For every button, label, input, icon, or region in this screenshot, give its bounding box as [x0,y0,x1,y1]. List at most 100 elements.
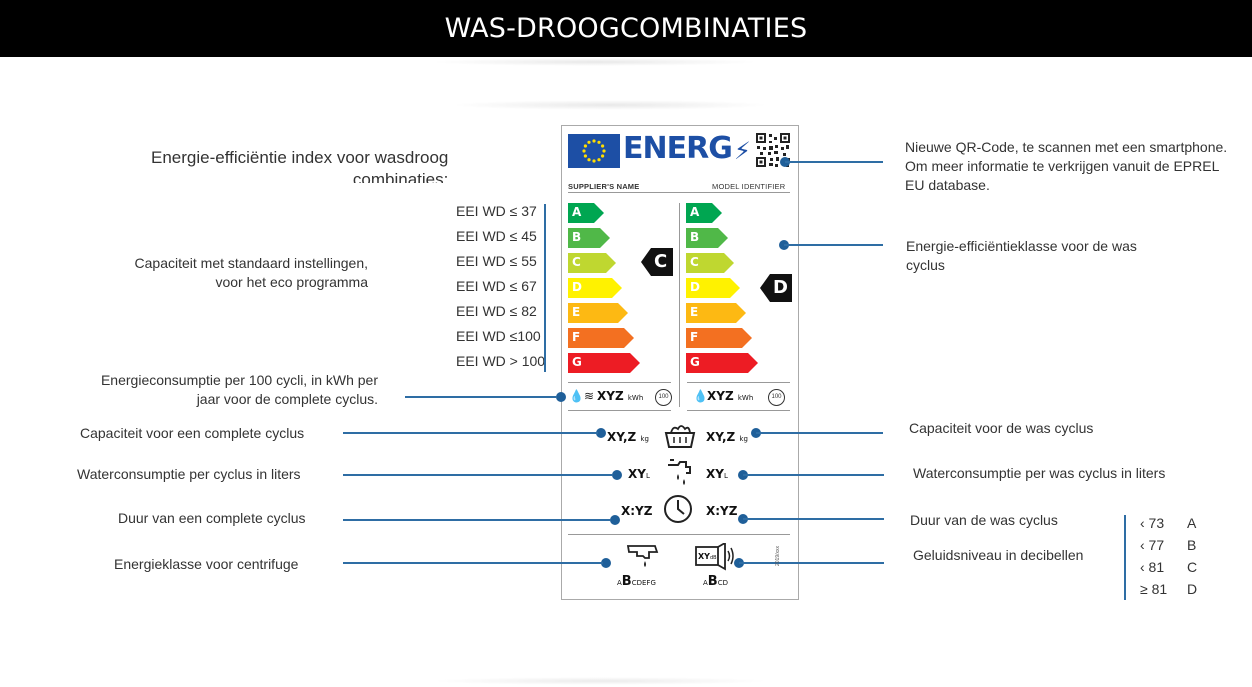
callout-line [785,161,883,163]
energy-class-letter: E [572,305,581,319]
capacity-unit: kg [640,435,649,443]
speaker-noise-icon [695,541,735,576]
eei-threshold: EEI WD > 100 [456,353,546,369]
left-title: Energie-efficiëntie index voor wasdroog … [151,147,448,183]
energy-logo-text: ENERG [623,131,733,166]
energy-class-letter: C [572,255,581,269]
water-unit: L [723,472,728,480]
eei-threshold: EEI WD ≤ 55 [456,253,537,269]
callout-line [743,518,884,520]
callout-line [756,432,883,434]
energy-class-bar-g: G [568,353,640,373]
capacity-number: XY,Z [706,430,736,444]
kwh-unit: kWh [737,394,754,402]
label-qr-code: Nieuwe QR-Code, te scannen met een smart… [905,138,1227,195]
energy-class-bar-f: F [568,328,634,348]
page-title: WAS-DROOGCOMBINATIES [444,13,808,44]
energy-class-bar-f: F [686,328,752,348]
model-identifier: MODEL IDENTIFIER [712,182,786,191]
eei-threshold: EEI WD ≤100 [456,328,541,344]
cycle-100-icon: 100 [768,389,785,406]
spin-dryer-icon [625,542,661,577]
duration-value-left: X:YZ [621,504,653,518]
callout-dot [596,428,606,438]
eei-threshold: EEI WD ≤ 45 [456,228,537,244]
water-drop-heat-icon: 💧≋ [569,389,594,403]
energy-class-bar-a: A [686,203,722,223]
label-duration-complete: Duur van een complete cyclus [118,510,306,526]
energy-class-letter: D [690,280,700,294]
energy-class-letter: C [690,255,699,269]
noise-class-scale: ABCD [703,574,728,589]
noise-threshold: ‹ 77 [1140,537,1165,553]
energy-class-indicator-left: C [641,248,673,276]
water-drop-icon: 💧 [693,389,708,403]
spin-class-letters: CDEFG [631,579,656,587]
water-value-right: XYL [706,467,728,481]
divider [679,203,680,407]
callout-line [743,474,884,476]
capacity-unit: kg [739,435,748,443]
qr-code-icon [755,132,791,168]
energy-class-letter: G [690,355,700,369]
divider [568,382,671,383]
eei-threshold: EEI WD ≤ 67 [456,278,537,294]
spin-class-scale: ABCDEFG [617,574,656,589]
shadow-decoration [430,58,760,66]
noise-class-letter: A [703,579,708,587]
shadow-decoration [450,100,770,110]
divider [568,410,671,411]
energy-class-letter: E [690,305,699,319]
energy-class-bar-e: E [686,303,746,323]
cycle-100-icon: 100 [655,389,672,406]
callout-line [343,519,611,521]
noise-number: XY [698,552,710,561]
kwh-value-right: XYZ kWh [707,389,753,403]
callout-line [343,562,603,564]
cycle-badge-text: 100 [658,394,669,400]
energy-class-bar-c: C [686,253,734,273]
callout-dot [612,470,622,480]
label-capacity-standard: Capaciteit met standaard instellingen, v… [123,254,368,292]
water-value-left: XYL [628,467,650,481]
water-number: XY [628,467,646,481]
label-capacity-wash: Capaciteit voor de was cyclus [909,420,1094,436]
label-spin-class: Energieklasse voor centrifuge [114,556,299,572]
label-line: Capaciteit met standaard instellingen, [134,255,368,271]
energy-class-bar-g: G [686,353,758,373]
supplier-name: SUPPLIER'S NAME [568,182,640,191]
callout-line [343,474,613,476]
noise-threshold: ≥ 81 [1140,581,1168,597]
noise-value: XYdB [698,552,717,561]
label-water-wash: Waterconsumptie per was cyclus in liters [913,465,1166,481]
energy-class-letter: A [572,205,582,219]
left-title-line2: combinaties: [352,170,449,183]
callout-line [405,396,557,398]
callout-dot [556,392,566,402]
label-line: Nieuwe QR-Code, te scannen met een smart… [905,139,1228,155]
eei-threshold: EEI WD ≤ 37 [456,203,537,219]
kwh-number: XYZ [707,389,734,403]
label-line: voor het eco programma [215,274,368,290]
kwh-unit: kWh [627,394,644,402]
energy-class-letter: F [690,330,699,344]
callout-line [784,244,883,246]
label-water-complete: Waterconsumptie per cyclus in liters [77,466,301,482]
label-noise: Geluidsniveau in decibellen [913,547,1084,563]
divider [568,192,790,193]
noise-class: B [1187,537,1197,553]
divider [687,410,790,411]
noise-class-selected: B [707,574,718,589]
indicator-letter: D [773,277,788,298]
noise-threshold: ‹ 81 [1140,559,1165,575]
label-duration-wash: Duur van de was cyclus [910,512,1058,528]
capacity-value-right: XY,Z kg [706,430,748,444]
callout-dot [601,558,611,568]
label-line: jaar voor de complete cyclus. [196,391,378,407]
energy-class-bar-d: D [686,278,740,298]
kwh-number: XYZ [597,389,624,403]
water-unit: L [645,472,650,480]
energy-class-bar-c: C [568,253,616,273]
eei-threshold: EEI WD ≤ 82 [456,303,537,319]
noise-class: D [1187,581,1198,597]
